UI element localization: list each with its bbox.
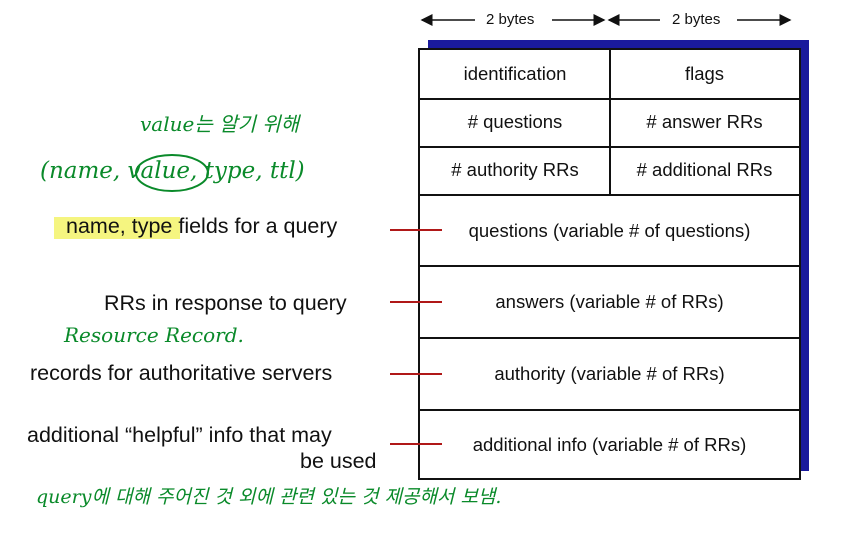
byte-width-arrows [420, 14, 792, 26]
section-questions: questions (variable # of questions) [468, 219, 751, 241]
field-flags: flags [684, 63, 725, 84]
row-divider [420, 337, 799, 339]
section-answers: answers (variable # of RRs) [495, 291, 724, 312]
connector-questions [390, 229, 442, 231]
handwritten-note-value: value는 알기 위해 [140, 112, 300, 136]
row-divider [420, 265, 799, 267]
field-num-questions: # questions [467, 111, 563, 132]
row-divider [420, 146, 799, 148]
handwritten-note-bottom: query에 대해 주어진 것 외에 관련 있는 것 제공해서 보냄. [36, 486, 502, 508]
row-divider [420, 409, 799, 411]
description-questions: name, type fields for a query [66, 214, 337, 239]
section-additional: additional info (variable # of RRs) [472, 433, 747, 455]
description-questions-highlighted: name, type [66, 214, 173, 238]
connector-additional [390, 443, 442, 445]
handwritten-circle [135, 154, 209, 192]
section-authority: authority (variable # of RRs) [494, 363, 725, 384]
description-additional-line2: be used [300, 449, 377, 473]
field-identification: identification [463, 63, 567, 84]
handwritten-note-rr: Resource Record. [64, 323, 244, 347]
description-answers: RRs in response to query [104, 291, 347, 315]
field-num-additional-rrs: # additional RRs [636, 159, 773, 180]
description-questions-rest: fields for a query [172, 214, 338, 238]
description-additional-line1: additional “helpful” info that may [27, 423, 332, 447]
description-authority: records for authoritative servers [30, 361, 333, 385]
row-divider [420, 98, 799, 100]
highlight-mark [54, 217, 180, 239]
row-divider [420, 194, 799, 196]
connector-answers [390, 301, 442, 303]
right-width-label: 2 bytes [672, 11, 721, 28]
handwritten-note-tuple: (name, value, type, ttl) [40, 158, 305, 184]
dns-message-format-table: identification flags # questions # answe… [418, 48, 801, 480]
field-num-authority-rrs: # authority RRs [451, 159, 579, 180]
left-width-label: 2 bytes [486, 11, 535, 28]
field-num-answer-rrs: # answer RRs [646, 111, 763, 132]
connector-authority [390, 373, 442, 375]
column-divider [609, 50, 611, 195]
